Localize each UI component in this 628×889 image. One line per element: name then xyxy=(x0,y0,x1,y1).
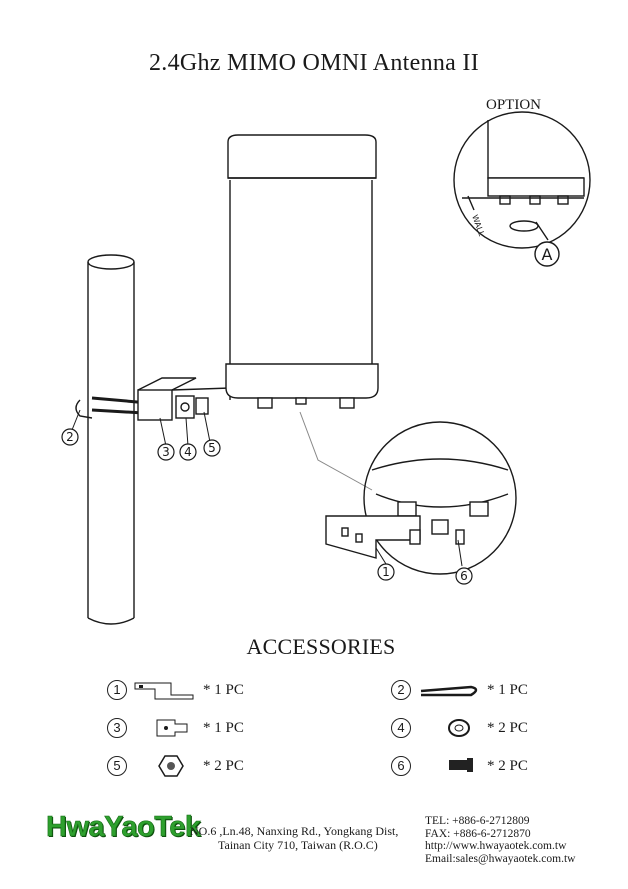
callout-3: 3 xyxy=(157,443,175,461)
accessory-number: 4 xyxy=(391,718,411,738)
accessory-number: 5 xyxy=(107,756,127,776)
company-address: NO.6 ,Ln.48, Nanxing Rd., Yongkang Dist,… xyxy=(190,824,398,852)
washer-icon xyxy=(448,719,470,737)
accessory-quantity: * 2 PC xyxy=(487,719,528,736)
mounting-pole xyxy=(87,254,135,625)
fax-text: FAX: +886-6-2712870 xyxy=(425,827,531,840)
option-detail-marker: A xyxy=(534,241,560,267)
accessory-item-6: 6 * 2 PC xyxy=(391,751,528,781)
company-logo: HwaYaoTek xyxy=(46,811,202,844)
option-label: OPTION xyxy=(486,97,541,113)
callout-label: 5 xyxy=(208,441,216,455)
callout-2: 2 xyxy=(61,428,79,446)
website-link[interactable]: http://www.hwayaotek.com.tw xyxy=(425,840,567,852)
accessory-quantity: * 2 PC xyxy=(487,757,528,774)
page-title: 2.4Ghz MIMO OMNI Antenna II xyxy=(148,50,480,76)
callout-1: 1 xyxy=(377,563,395,581)
u-bolt-clamp xyxy=(75,377,231,421)
clamp-plate-icon xyxy=(156,719,188,737)
accessory-quantity: * 1 PC xyxy=(203,681,244,698)
accessory-item-2: 2 * 1 PC xyxy=(391,675,528,705)
accessory-number: 3 xyxy=(107,718,127,738)
accessory-number: 6 xyxy=(391,756,411,776)
accessory-quantity: * 1 PC xyxy=(203,719,244,736)
callout-4: 4 xyxy=(179,443,197,461)
accessory-item-3: 3 * 1 PC xyxy=(107,713,244,743)
tel-text: TEL: +886-6-2712809 xyxy=(425,815,530,827)
antenna-radome xyxy=(225,134,379,409)
accessory-number: 1 xyxy=(107,680,127,700)
callout-label: 1 xyxy=(382,565,390,579)
callout-label: 3 xyxy=(162,445,170,459)
option-detail-letter: A xyxy=(542,245,553,264)
callout-label: 6 xyxy=(460,569,468,583)
accessory-item-5: 5 * 2 PC xyxy=(107,751,244,781)
detail-zoom-circle xyxy=(325,421,517,575)
callout-label: 4 xyxy=(184,445,192,459)
address-line: Tainan City 710, Taiwan (R.O.C) xyxy=(218,838,378,852)
accessory-number: 2 xyxy=(391,680,411,700)
callout-5: 5 xyxy=(203,439,221,457)
accessory-quantity: * 1 PC xyxy=(487,681,528,698)
callout-6: 6 xyxy=(455,567,473,585)
callout-label: 2 xyxy=(66,430,74,444)
bracket-icon xyxy=(134,682,194,700)
email-link[interactable]: Email:sales@hwayaotek.com.tw xyxy=(425,852,576,865)
accessory-item-4: 4 * 2 PC xyxy=(391,713,528,743)
accessory-item-1: 1 * 1 PC xyxy=(107,675,244,705)
accessory-quantity: * 2 PC xyxy=(203,757,244,774)
company-contact: TEL: +886-6-2712809 FAX: +886-6-2712870 … xyxy=(425,815,575,865)
hex-nut-icon xyxy=(158,755,184,777)
callout-leaders xyxy=(71,409,463,567)
option-detail-circle xyxy=(453,111,591,249)
accessories-heading: ACCESSORIES xyxy=(246,634,396,659)
address-line: NO.6 ,Ln.48, Nanxing Rd., Yongkang Dist, xyxy=(190,824,399,838)
screw-icon xyxy=(449,758,473,772)
u-bolt-icon xyxy=(420,685,478,697)
